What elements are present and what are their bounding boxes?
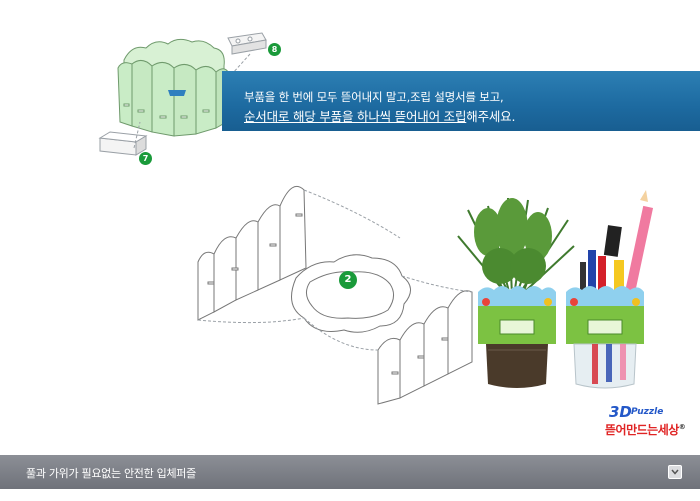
part-8-piece	[227, 32, 267, 55]
part-7-piece	[98, 131, 148, 156]
instruction-line-2-underlined: 순서대로 해당 부품을 하나씩 뜯어내어 조립	[244, 109, 467, 124]
instruction-line-2: 순서대로 해당 부품을 하나씩 뜯어내어 조립해주세요.	[244, 107, 694, 126]
step-7-badge: 7	[139, 152, 152, 165]
flat-net-drawing	[197, 186, 473, 405]
assembled-model	[117, 38, 231, 137]
expand-button[interactable]	[668, 465, 682, 479]
logo-korean-text: 뜯어만드는세상®	[605, 423, 686, 437]
photo-plant-pot	[457, 197, 575, 388]
step-2-badge: 2	[339, 271, 357, 289]
photo-pen-holder	[566, 190, 654, 389]
instruction-line-1: 부품을 한 번에 모두 뜯어내지 말고,조립 설명서를 보고,	[244, 90, 504, 104]
step-8-badge: 8	[268, 43, 281, 56]
chevron-down-icon	[671, 469, 679, 475]
brand-logo: 3D Puzzle 뜯어만드는세상®	[603, 403, 686, 439]
instruction-text: 부품을 한 번에 모두 뜯어내지 말고,조립 설명서를 보고, 순서대로 해당 …	[244, 88, 694, 126]
logo-puzzle-text: Puzzle	[631, 407, 664, 417]
footer-bar	[0, 455, 700, 489]
instruction-line-2-rest: 해주세요.	[466, 109, 516, 124]
instruction-banner	[222, 71, 700, 131]
logo-3d-text: 3D	[609, 403, 632, 421]
footer-caption: 풀과 가위가 필요없는 안전한 입체퍼즐	[26, 467, 196, 480]
